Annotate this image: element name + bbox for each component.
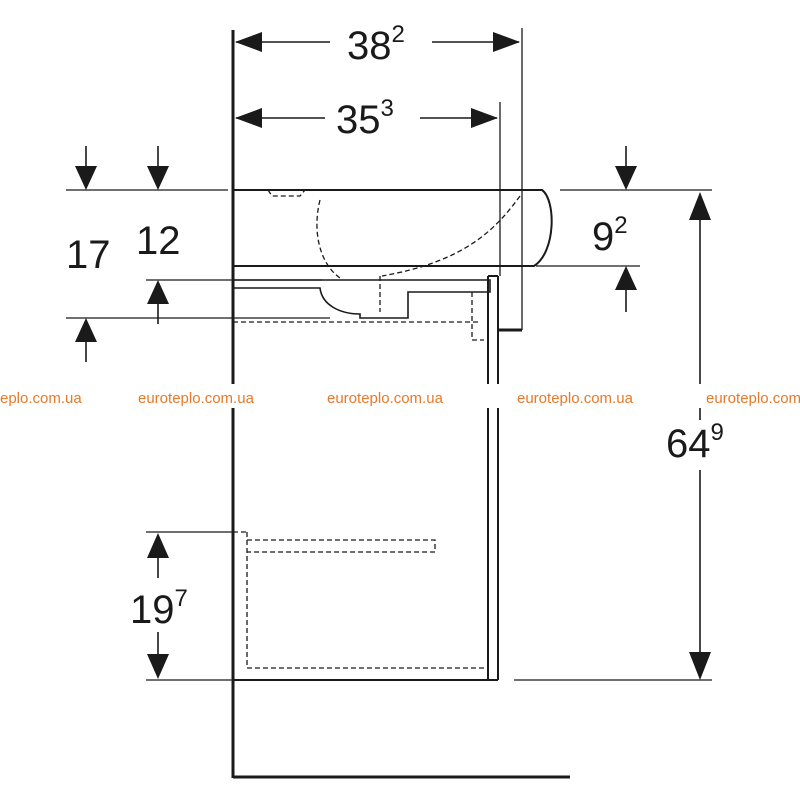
dimension-width-basin: 353 (235, 95, 501, 276)
width-basin-fraction: 3 (381, 95, 394, 122)
watermark-text: euroteplo.com.ua (138, 390, 255, 407)
width-total-fraction: 2 (392, 21, 405, 48)
watermark-text: euroteplo.com.ua (327, 390, 444, 407)
dimension-bottom-drawer: 197 (130, 531, 233, 681)
svg-text:382: 382 (347, 21, 405, 68)
bottom-dimension-value: 19 (130, 588, 175, 632)
dimension-left-heights: 17 12 (66, 146, 330, 362)
right-dimension-value: 9 (592, 215, 614, 259)
svg-text:92: 92 (592, 212, 628, 259)
svg-text:649: 649 (666, 419, 724, 466)
svg-text:197: 197 (130, 585, 188, 632)
watermark-text: euroteplo.com.ua (517, 390, 634, 407)
width-basin-value: 35 (336, 98, 381, 142)
right-dimension-fraction: 2 (614, 212, 627, 239)
width-total-value: 38 (347, 24, 392, 68)
height-total-fraction: 9 (711, 419, 724, 446)
watermark-row: eplo.com.ua euroteplo.com.ua euroteplo.c… (0, 384, 800, 408)
svg-text:353: 353 (336, 95, 394, 142)
dimension-width-total: 382 (235, 21, 523, 330)
left-dimension-12: 12 (136, 219, 181, 263)
dimension-height-total: 649 (514, 192, 724, 681)
dimension-right-rim: 92 (536, 146, 712, 312)
bottom-dimension-fraction: 7 (175, 585, 188, 612)
washbasin-outline (233, 189, 553, 323)
watermark-text: eplo.com.ua (0, 390, 82, 407)
left-dimension-17: 17 (66, 233, 111, 277)
height-total-value: 64 (666, 422, 711, 466)
watermark-text: euroteplo.com.ua (706, 390, 800, 407)
vanity-cabinet (233, 275, 522, 681)
